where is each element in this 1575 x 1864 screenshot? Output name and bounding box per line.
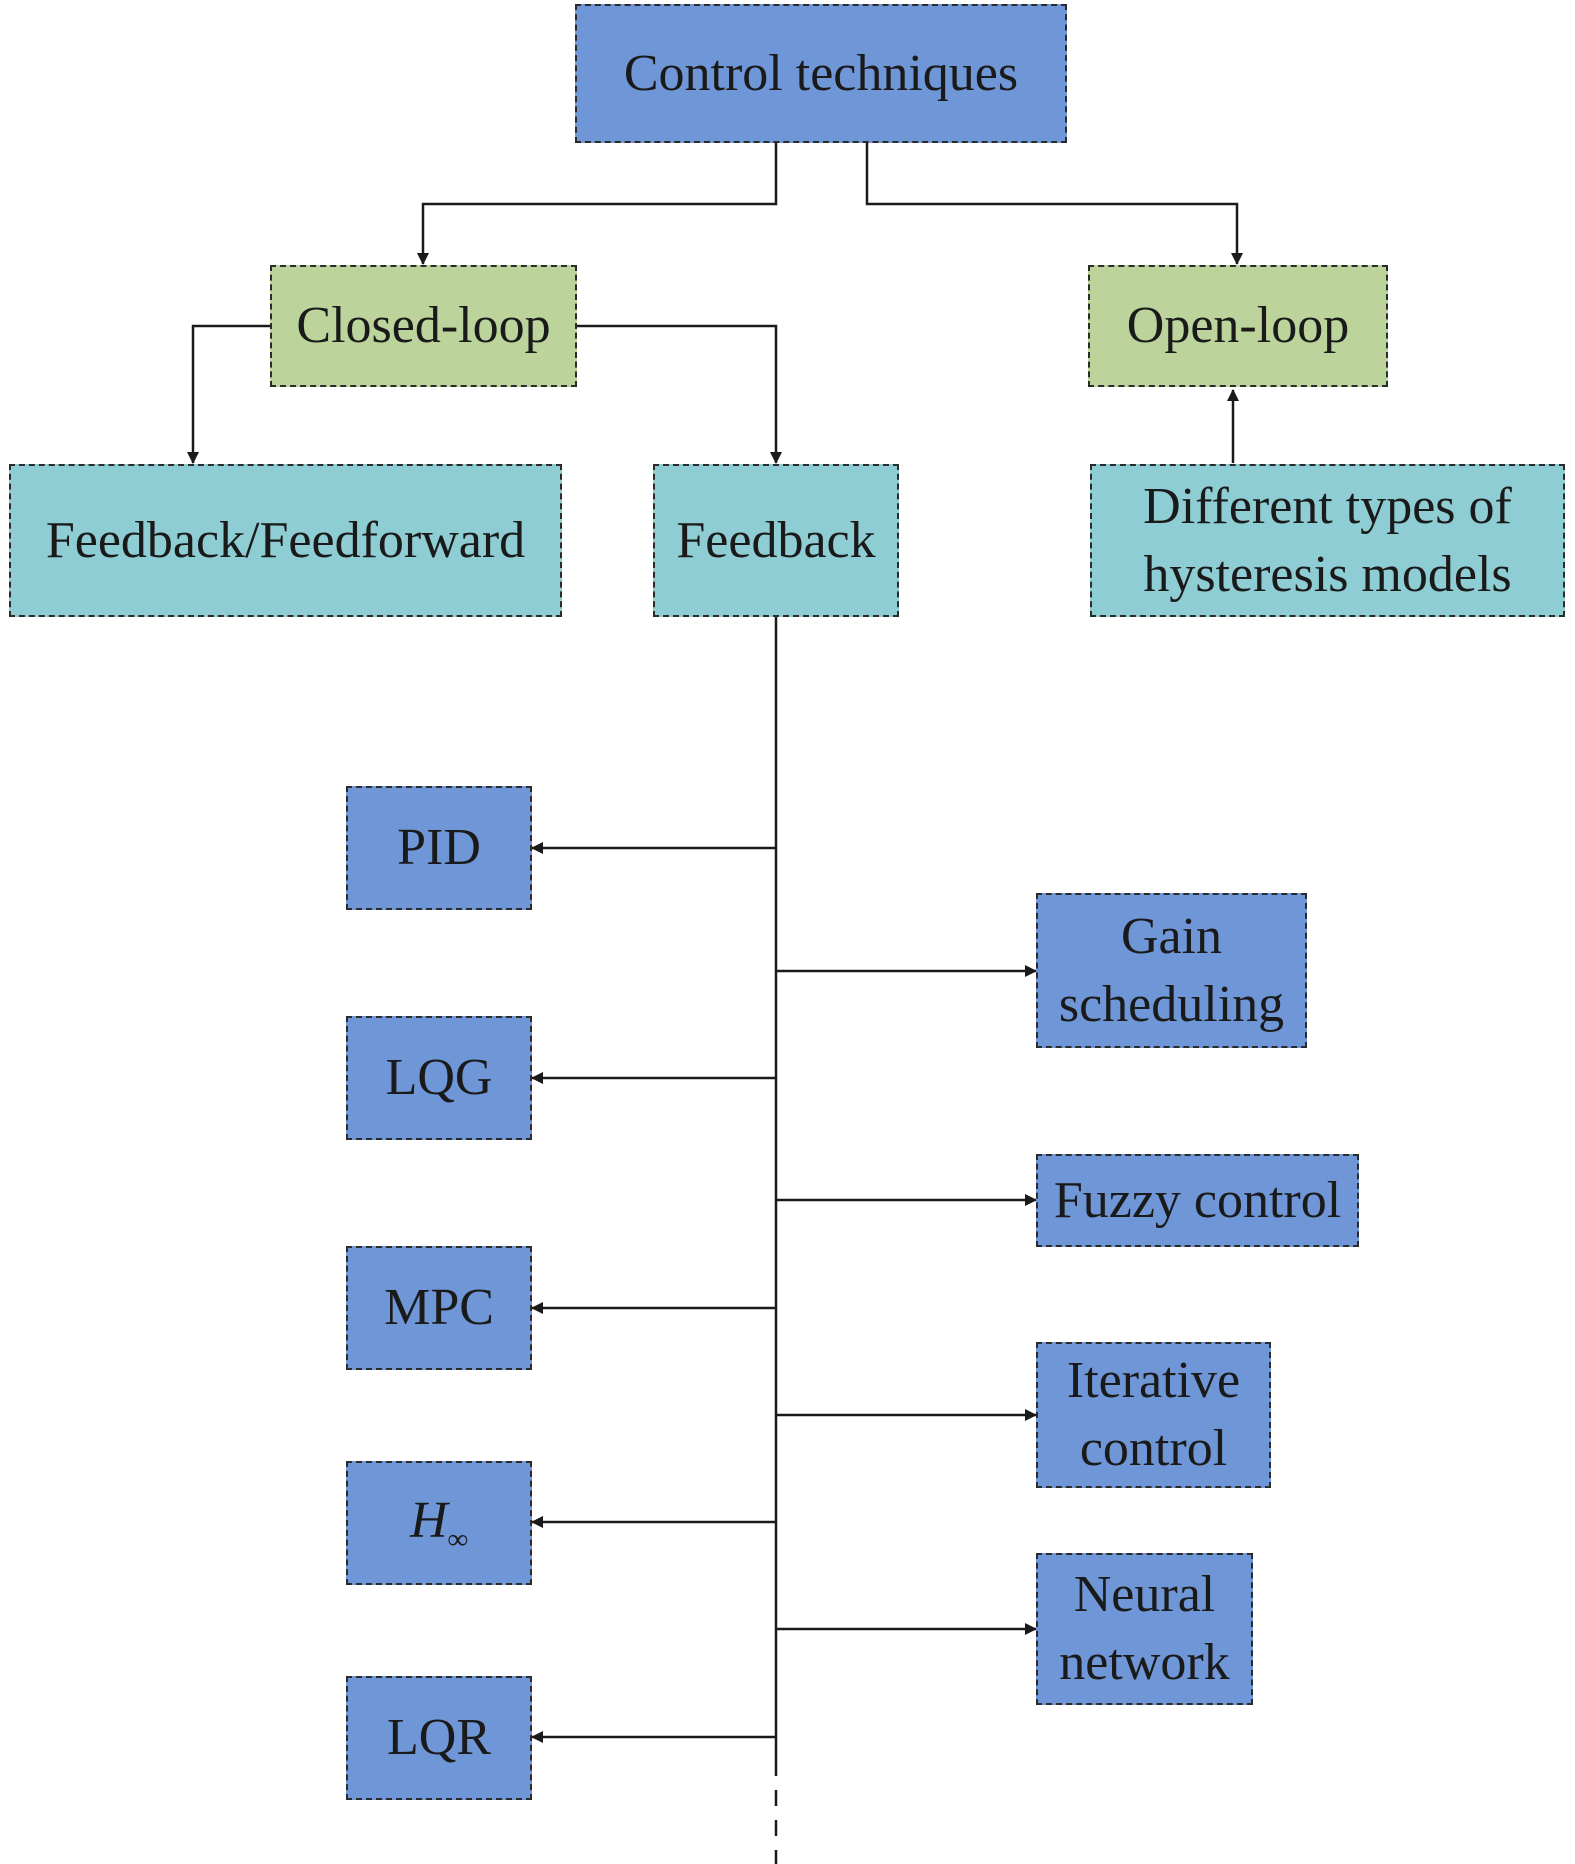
control-techniques-label: Control techniques: [623, 44, 1019, 102]
iterative-control-box: Iterative control: [1036, 1342, 1271, 1488]
iterative-control-line1: Iterative: [1066, 1352, 1241, 1410]
fuzzy-control-label: Fuzzy control: [1053, 1171, 1342, 1229]
arrow-control-to-closed-loop: [417, 143, 778, 265]
gain-scheduling-box: Gain scheduling: [1036, 893, 1307, 1048]
closed-loop-box: Closed-loop: [270, 265, 577, 387]
neural-network-box: Neural network: [1036, 1553, 1253, 1705]
open-loop-label: Open-loop: [1126, 297, 1350, 355]
feedback-feedforward-box: Feedback/Feedforward: [9, 464, 562, 617]
lqr-label: LQR: [387, 1709, 491, 1767]
lqr-box: LQR: [346, 1676, 532, 1800]
gain-scheduling-line1: Gain: [1120, 907, 1223, 965]
hysteresis-label-line1: Different types of: [1143, 477, 1512, 535]
feedback-label: Feedback: [676, 511, 876, 569]
mpc-box: MPC: [346, 1246, 532, 1370]
pid-box: PID: [346, 786, 532, 910]
feedback-feedforward-label: Feedback/Feedforward: [45, 511, 526, 569]
h-infinity-subscript: ∞: [447, 1524, 468, 1556]
hysteresis-models-box: Different types of hysteresis models: [1090, 464, 1565, 617]
h-infinity-base: H: [410, 1492, 448, 1550]
hysteresis-label-line2: hysteresis models: [1143, 545, 1512, 603]
neural-network-line1: Neural: [1073, 1566, 1216, 1624]
open-loop-box: Open-loop: [1088, 265, 1388, 387]
mpc-label: MPC: [384, 1279, 494, 1337]
closed-loop-label: Closed-loop: [296, 297, 551, 355]
gain-scheduling-line2: scheduling: [1058, 975, 1285, 1033]
arrow-closed-to-feedback: [577, 324, 782, 464]
h-infinity-box: H∞: [346, 1461, 532, 1585]
lqg-label: LQG: [385, 1049, 493, 1107]
lqg-box: LQG: [346, 1016, 532, 1140]
arrow-control-to-open-loop: [865, 143, 1243, 265]
iterative-control-line2: control: [1079, 1420, 1228, 1477]
feedback-box: Feedback: [653, 464, 899, 617]
h-infinity-label: H∞: [410, 1487, 468, 1559]
fuzzy-control-box: Fuzzy control: [1036, 1154, 1359, 1247]
neural-network-line2: network: [1059, 1634, 1230, 1691]
arrow-closed-to-feedforward: [187, 324, 270, 464]
control-techniques-box: Control techniques: [575, 4, 1067, 143]
pid-label: PID: [397, 819, 481, 877]
